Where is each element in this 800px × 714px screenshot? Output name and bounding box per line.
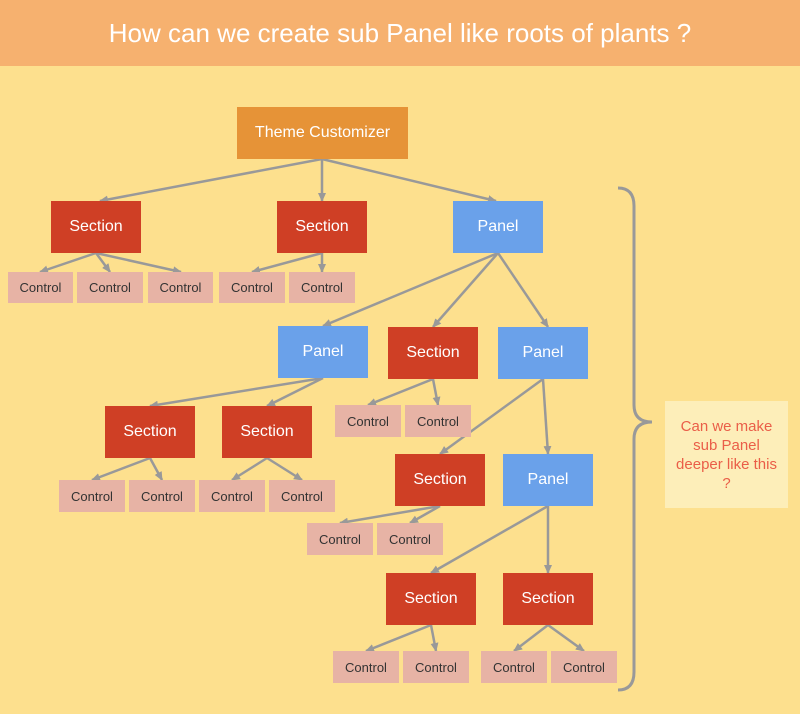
question-note: Can we make sub Panel deeper like this ? xyxy=(665,401,788,508)
control-node: Control xyxy=(129,480,195,512)
connector-arrow xyxy=(266,376,324,408)
connector-arrow xyxy=(94,252,112,273)
control-node: Control xyxy=(403,651,469,683)
connector-arrow xyxy=(231,456,268,482)
section-node: Section xyxy=(105,406,195,458)
control-node: Control xyxy=(77,272,143,303)
control-node: Control xyxy=(219,272,285,303)
section-node: Section xyxy=(503,573,593,625)
connector-arrow xyxy=(251,251,323,274)
page-title: How can we create sub Panel like roots o… xyxy=(108,17,692,48)
connector-arrow xyxy=(439,377,544,456)
connector-arrow xyxy=(266,456,303,482)
section-node: Section xyxy=(277,201,367,253)
control-node: Control xyxy=(333,651,399,683)
control-node: Control xyxy=(289,272,355,303)
connector-arrow xyxy=(409,504,441,525)
connector-arrow xyxy=(149,376,324,409)
connector-arrow xyxy=(432,252,499,328)
connector-arrow xyxy=(430,504,549,575)
panel-node: Panel xyxy=(278,326,368,378)
section-node: Section xyxy=(395,454,485,506)
connector-arrow xyxy=(39,251,97,274)
connector-arrow xyxy=(91,456,151,482)
connector-arrow xyxy=(429,624,439,652)
connector-arrow xyxy=(322,251,499,328)
control-node: Control xyxy=(8,272,73,303)
control-node: Control xyxy=(405,405,471,437)
control-node: Control xyxy=(199,480,265,512)
connector-arrow xyxy=(513,624,549,652)
section-node: Section xyxy=(51,201,141,253)
control-node: Control xyxy=(59,480,125,512)
panel-node: Panel xyxy=(503,454,593,506)
connector-arrow xyxy=(99,157,323,204)
control-node: Control xyxy=(269,480,335,512)
control-node: Control xyxy=(377,523,443,555)
connector-arrow xyxy=(148,457,164,481)
connector-arrow xyxy=(496,252,550,328)
header-bar: How can we create sub Panel like roots o… xyxy=(0,0,800,66)
section-node: Section xyxy=(222,406,312,458)
control-node: Control xyxy=(148,272,213,303)
connector-arrow xyxy=(547,623,585,653)
control-node: Control xyxy=(335,405,401,437)
grouping-brace xyxy=(617,186,653,692)
connector-arrow xyxy=(431,378,441,406)
connector-arrow xyxy=(365,623,432,653)
control-node: Control xyxy=(307,523,373,555)
connector-arrow xyxy=(339,504,441,526)
connector-arrow xyxy=(95,251,182,275)
section-node: Section xyxy=(388,327,478,379)
control-node: Control xyxy=(551,651,617,683)
section-node: Section xyxy=(386,573,476,625)
control-node: Control xyxy=(481,651,547,683)
panel-node: Panel xyxy=(453,201,543,253)
panel-node: Panel xyxy=(498,327,588,379)
theme-customizer-node: Theme Customizer xyxy=(237,107,408,159)
connector-arrow xyxy=(367,377,434,407)
connector-arrow xyxy=(541,378,552,455)
connector-arrow xyxy=(321,157,497,204)
